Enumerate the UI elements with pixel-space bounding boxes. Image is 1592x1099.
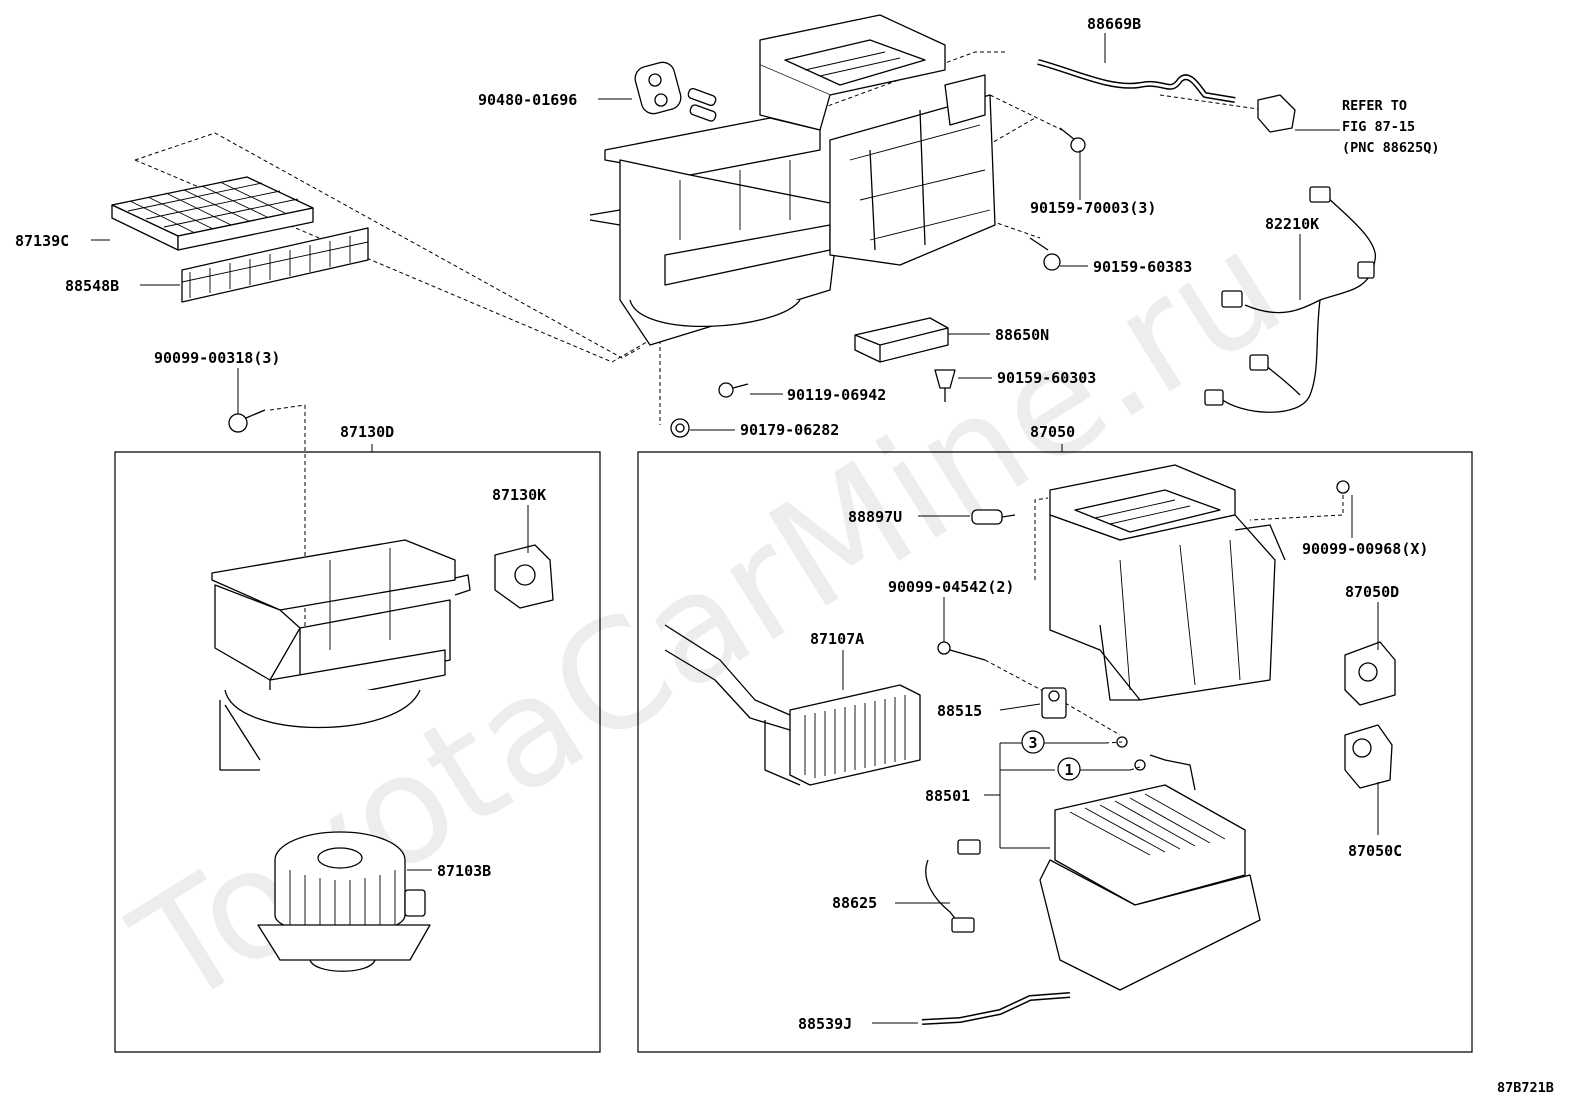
- refer-note-line2: FIG 87-15: [1342, 119, 1415, 135]
- screw-60383-illustration: [1029, 237, 1061, 271]
- label-90099-04542: 90099-04542(2): [888, 578, 1014, 596]
- wire-harness-82210k-illustration: [1204, 186, 1376, 413]
- guide-filter: [134, 132, 641, 359]
- callout-circle-3: [1021, 730, 1045, 754]
- hvac-assembly-top-illustration: [589, 14, 996, 346]
- filter-cover-illustration: [181, 227, 369, 303]
- guide-top-short: [794, 51, 1005, 119]
- evaporator-illustration: [1039, 736, 1261, 991]
- label-90099-00318: 90099-00318(3): [154, 349, 280, 367]
- drain-hose-88539j-illustration: [921, 992, 1071, 1025]
- callout-1-label: 1: [1064, 761, 1073, 779]
- lead-88515: [999, 703, 1041, 711]
- group-box-87050: [637, 451, 1473, 1053]
- label-90119-06942: 90119-06942: [787, 386, 886, 404]
- label-88539j: 88539J: [798, 1015, 852, 1033]
- guide-04542: [1034, 497, 1049, 580]
- label-87103b: 87103B: [437, 862, 491, 880]
- label-90159-60383: 90159-60383: [1093, 258, 1192, 276]
- bolt-00318-illustration: [228, 409, 266, 433]
- label-87050c: 87050C: [1348, 842, 1402, 860]
- label-87130d: 87130D: [340, 423, 394, 441]
- sensor-88897u-illustration: [971, 509, 1016, 525]
- label-88501: 88501: [925, 787, 970, 805]
- servo-87050c-illustration: [1344, 724, 1393, 789]
- callout-3-label: 3: [1028, 734, 1037, 752]
- label-90099-00968: 90099-00968(X): [1302, 540, 1428, 558]
- lead-88501: [984, 742, 1055, 849]
- refer-note-line3: (PNC 88625Q): [1342, 140, 1440, 156]
- blower-motor-illustration: [257, 831, 431, 972]
- label-88650n: 88650N: [995, 326, 1049, 344]
- nut-06282-illustration: [670, 418, 690, 438]
- label-90179-06282: 90179-06282: [740, 421, 839, 439]
- screw-60303-illustration: [934, 369, 956, 402]
- screw-06942-illustration: [718, 382, 749, 398]
- servo-87130k-illustration: [494, 544, 554, 609]
- label-87130k: 87130K: [492, 486, 546, 504]
- heater-core-illustration: [664, 624, 921, 786]
- label-87107a: 87107A: [810, 630, 864, 648]
- air-filter-illustration: [111, 176, 314, 251]
- guide-screw-1: [989, 94, 1063, 131]
- bolt-04542-illustration: [937, 641, 1121, 736]
- blower-case-illustration: [211, 539, 471, 771]
- wire-harness-top-illustration: [1037, 59, 1296, 133]
- label-90480-01696: 90480-01696: [478, 91, 577, 109]
- group-box-87130d: [114, 451, 601, 1053]
- label-88548b: 88548B: [65, 277, 119, 295]
- label-88897u: 88897U: [848, 508, 902, 526]
- label-88515: 88515: [937, 702, 982, 720]
- screw-70003-illustration: [1059, 127, 1086, 153]
- module-88650n-illustration: [854, 317, 949, 363]
- guide-callouts: [1104, 741, 1141, 771]
- label-87050: 87050: [1030, 423, 1075, 441]
- label-90159-70003: 90159-70003(3): [1030, 199, 1156, 217]
- label-88625: 88625: [832, 894, 877, 912]
- diagram-code: 87B721B: [1497, 1080, 1554, 1096]
- callout-circle-1: [1057, 757, 1081, 781]
- sensor-88625-illustration: [925, 839, 981, 933]
- label-88669b: 88669B: [1087, 15, 1141, 33]
- label-87139c: 87139C: [15, 232, 69, 250]
- guide-bolt-left-2: [269, 404, 306, 411]
- valve-88515-illustration: [1041, 687, 1067, 719]
- label-82210k: 82210K: [1265, 215, 1319, 233]
- refer-note-line1: REFER TO: [1342, 98, 1407, 114]
- label-87050d: 87050D: [1345, 583, 1399, 601]
- screw-00968-illustration: [1249, 480, 1350, 521]
- servo-87050d-illustration: [1344, 641, 1396, 706]
- guide-harness: [1159, 94, 1266, 111]
- heater-case-illustration: [1049, 464, 1286, 701]
- grommet-illustration: [634, 61, 682, 115]
- label-90159-60303: 90159-60303: [997, 369, 1096, 387]
